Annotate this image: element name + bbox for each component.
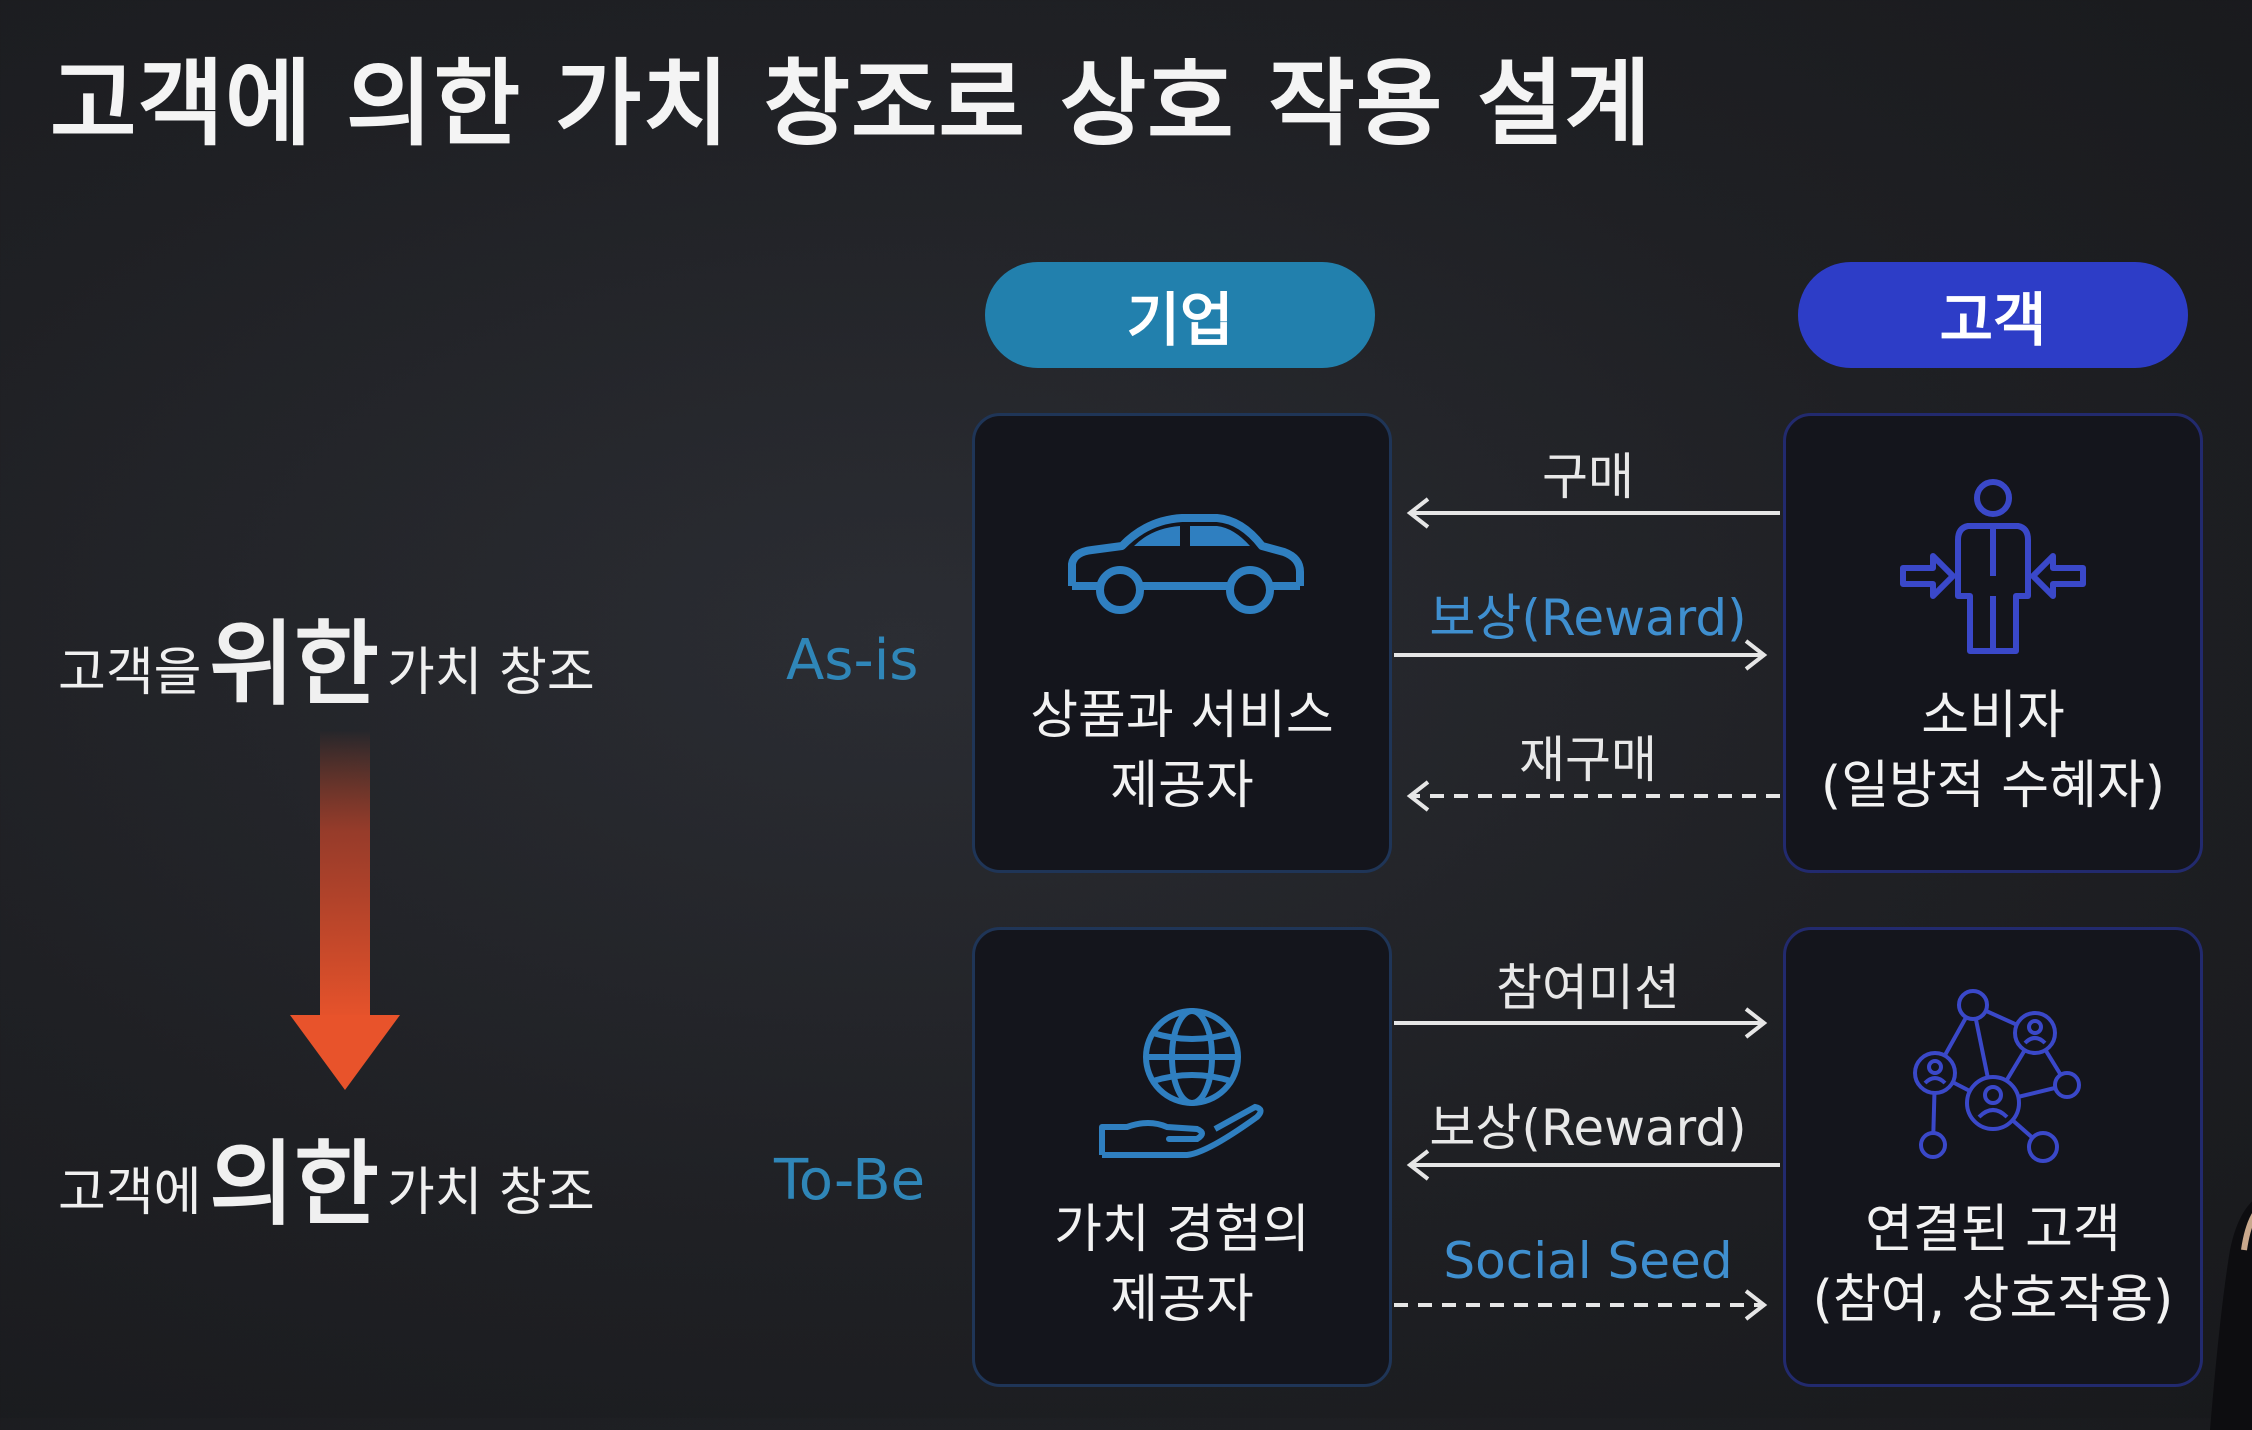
line2-prefix: 고객에	[58, 1163, 202, 1223]
tobe-arrow-bottom-label: Social Seed	[1443, 1232, 1733, 1290]
tobe-company-box: 가치 경험의 제공자	[972, 927, 1392, 1387]
line2-emphasis: 의한	[209, 1131, 379, 1238]
asis-company-line1: 상품과 서비스	[1030, 686, 1334, 746]
asis-arrow-middle-label: 보상(Reward)	[1429, 589, 1747, 647]
car-icon	[1068, 514, 1304, 614]
tobe-customer-line2: (참여, 상호작용)	[1812, 1270, 2174, 1330]
asis-arrow-bottom-label: 재구매	[1519, 731, 1657, 789]
speaker-silhouette	[2210, 1201, 2252, 1430]
customer-header: 고객	[1798, 262, 2188, 368]
asis-customer-line2: (일방적 수혜자)	[1820, 756, 2166, 816]
network-people-icon	[1913, 989, 2081, 1163]
asis-arrow-top-label: 구매	[1542, 448, 1634, 506]
line1-suffix: 가치 창조	[386, 643, 595, 703]
down-arrow-icon	[290, 730, 400, 1090]
asis-customer-box: 소비자 (일방적 수혜자)	[1783, 413, 2203, 873]
asis-label: As-is	[786, 628, 919, 693]
line2-suffix: 가치 창조	[386, 1163, 595, 1223]
asis-company-box: 상품과 서비스 제공자	[972, 413, 1392, 873]
consumer-person-icon	[1900, 479, 2086, 654]
asis-customer-line1: 소비자	[1921, 686, 2065, 746]
company-header: 기업	[985, 262, 1375, 368]
flow-arrows	[1394, 497, 1780, 1321]
tobe-label: To-Be	[774, 1148, 926, 1213]
globe-hand-icon	[1099, 1008, 1264, 1158]
tobe-company-line1: 가치 경험의	[1054, 1200, 1310, 1260]
page-title: 고객에 의한 가치 창조로 상호 작용 설계	[50, 50, 1653, 159]
line1-prefix: 고객을	[58, 643, 202, 703]
tobe-arrow-middle-label: 보상(Reward)	[1429, 1099, 1747, 1157]
tobe-customer-box: 연결된 고객 (참여, 상호작용)	[1783, 927, 2203, 1387]
tobe-company-line2: 제공자	[1110, 1270, 1254, 1330]
tobe-customer-line1: 연결된 고객	[1865, 1200, 2121, 1260]
line1-emphasis: 위한	[209, 611, 379, 718]
tobe-arrow-top-label: 참여미션	[1496, 959, 1680, 1017]
asis-company-line2: 제공자	[1110, 756, 1254, 816]
